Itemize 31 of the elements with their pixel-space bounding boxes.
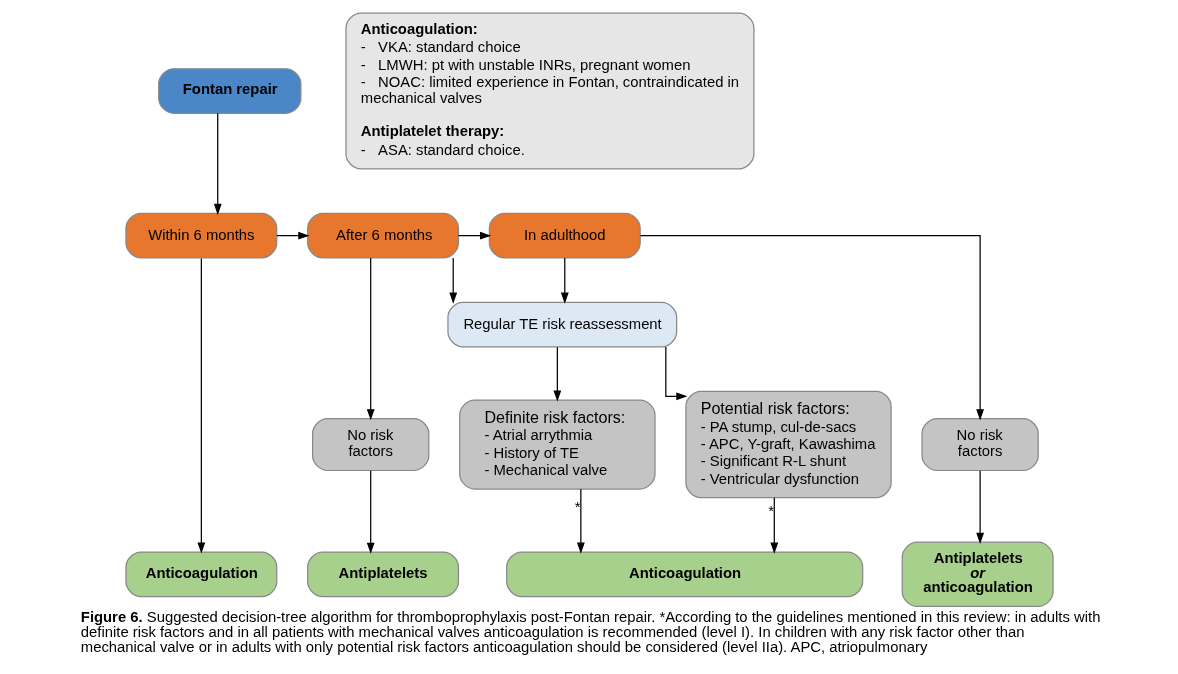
node-box: In adulthood [488,212,641,259]
arrow [639,235,984,421]
arrow [275,231,309,240]
node-box: Regular TE risk reassessment [446,301,677,348]
node-box: Antiplatelets [306,551,459,598]
edge-label: * [574,499,581,515]
caption: Figure 6. Suggested decision-tree algorithm for thromboprophylaxis post-Fontan repair. *According to the guidelines mentioned in this review: in adults with definite risk factors and in all patients with mechanical valves anticoagulation is recommended (level I). In children with any risk factor other than mechanical valve or in adults with only potential risk factors anticoagulation should be considered (level IIa). APC, atriopulmonary [80,609,1100,655]
node-box: No risk factors [920,417,1039,472]
node-box: Within 6 months [124,212,277,259]
node-box: After 6 months [306,212,459,259]
arrow [448,257,457,304]
arrow [552,346,561,402]
node-box: Fontan repair [157,68,301,114]
node-box: Definite risk factors: - Atrial arrythmia - History of TE - Mechanical valve [458,399,656,490]
node-box: Anticoagulation [505,551,863,598]
node-box: No risk factors [311,417,429,472]
node-box: Antiplatelets or anticoagulation [901,541,1054,608]
arrow [769,497,778,554]
arrow [366,257,375,421]
node-box: Anticoagulation [124,551,277,598]
node-box: Anticoagulation: - VKA: standard choice - LMWH: pt with unstable INRs, pregnant women - NOAC: limited experience in Fontan, contraindicated in mechanical valves Antiplatelet therapy: - ASA: standard choice. [344,12,754,170]
arrow [560,257,569,304]
arrow [457,231,491,240]
arrow [366,470,375,554]
arrow [576,488,585,554]
arrow [196,257,205,554]
node-box: Potential risk factors: - PA stump, cul-de-sacs - APC, Y-graft, Kawashima - Significant R-L shunt - Ventricular dysfunction [684,390,892,499]
edge-label: * [767,503,774,520]
arrow [975,470,984,545]
arrow [213,112,222,215]
arrow [664,346,687,401]
